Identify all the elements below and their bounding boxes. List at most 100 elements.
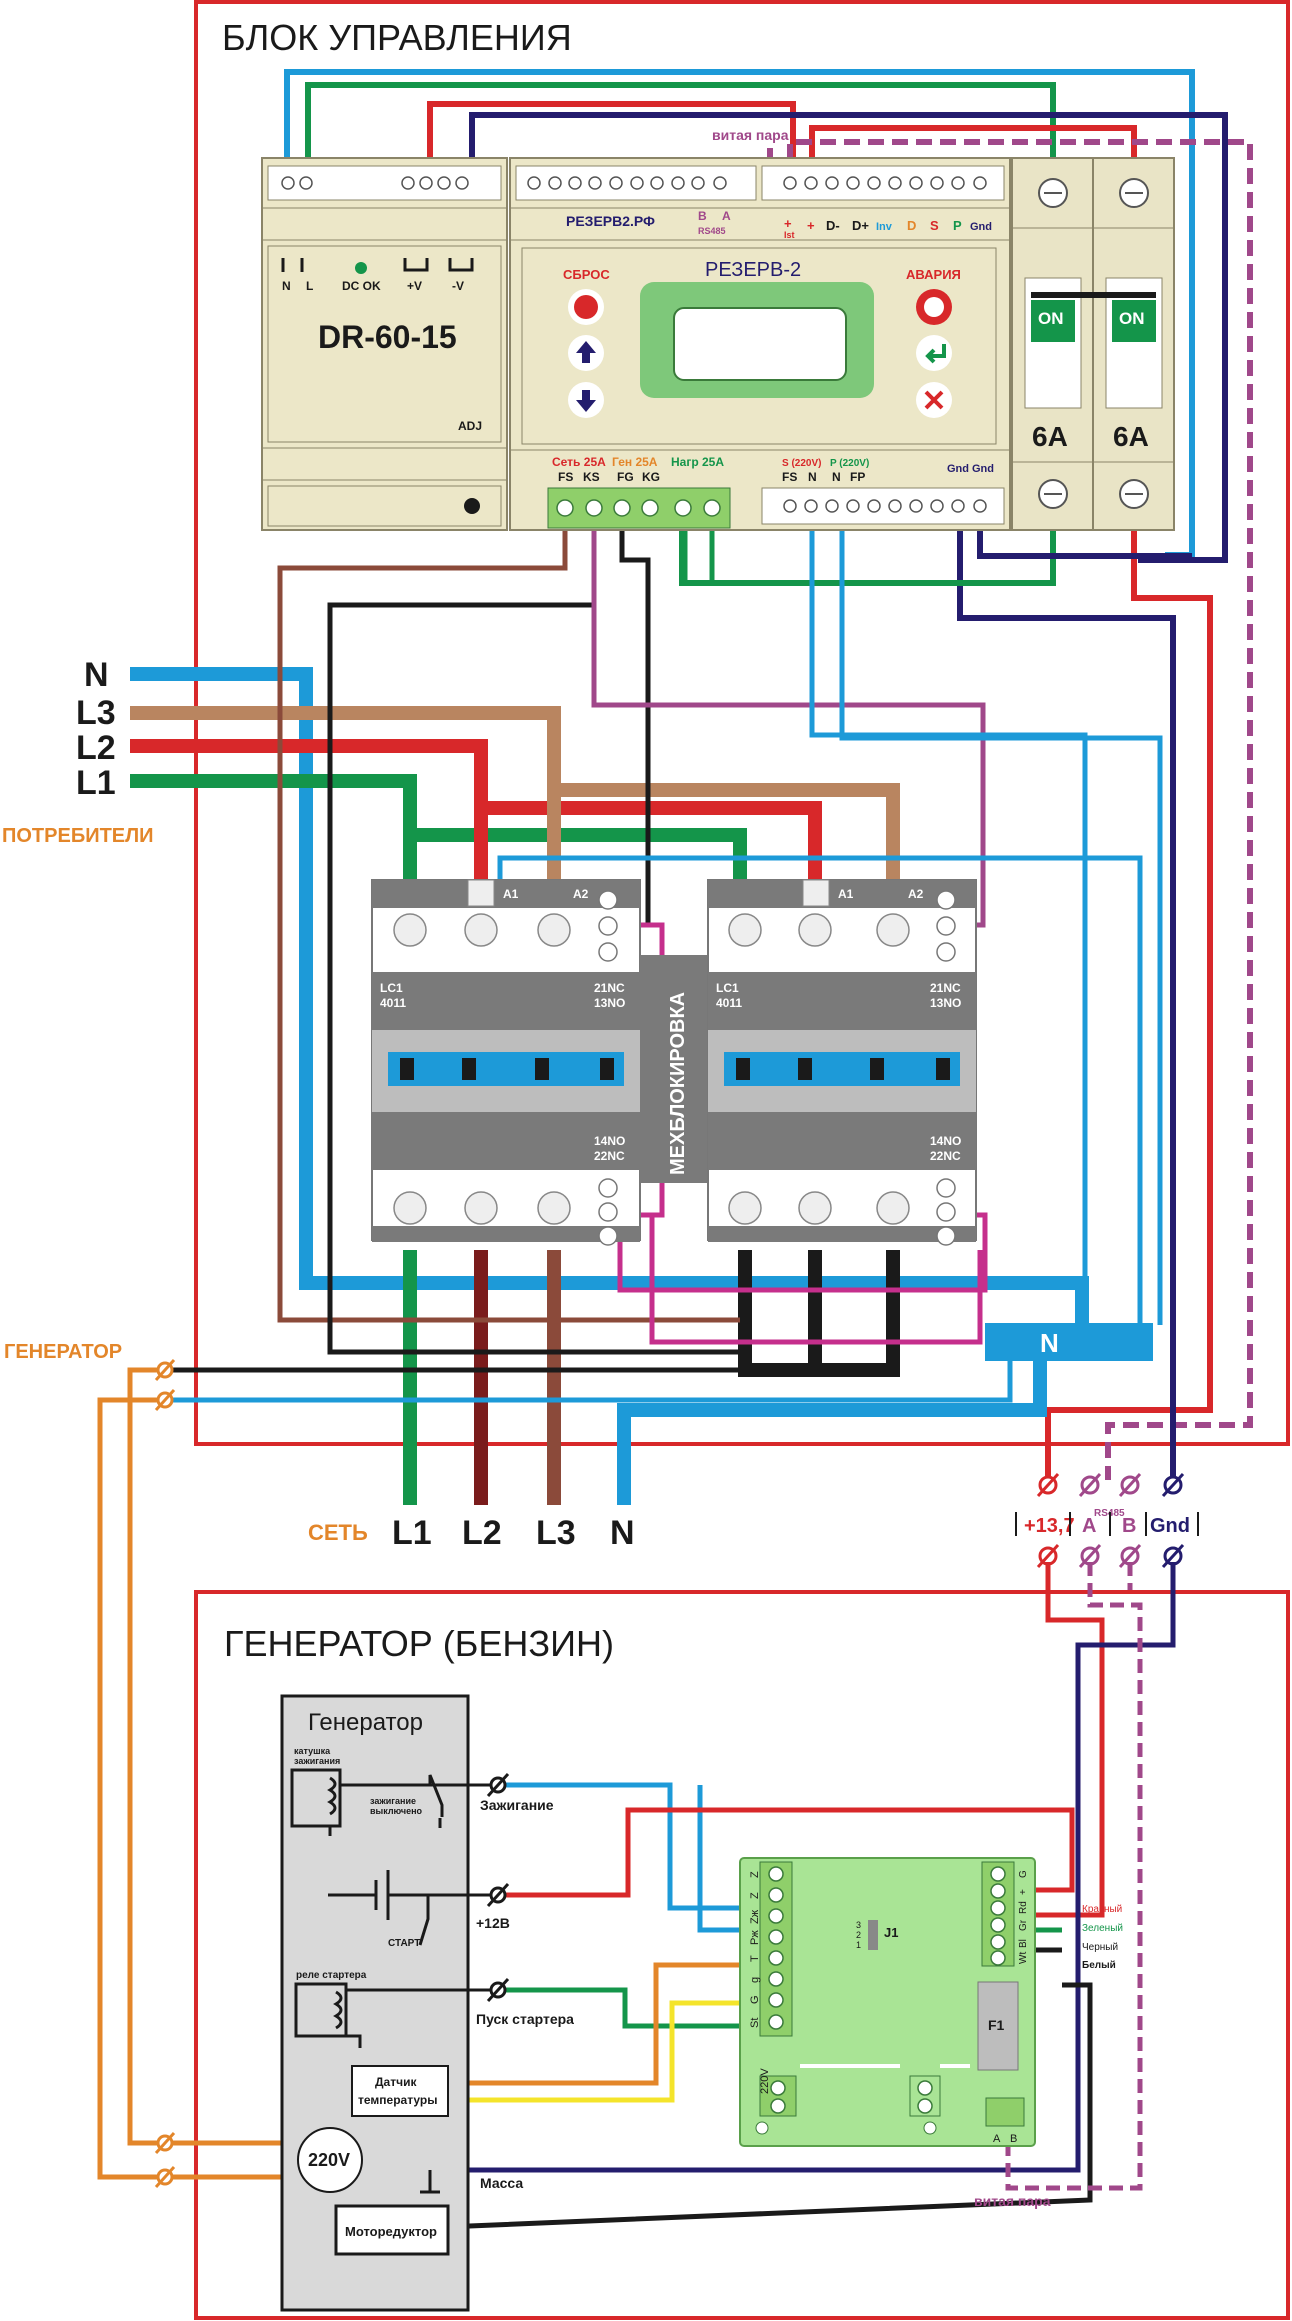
psu-pin-n: N [282,279,291,293]
gen-coil: катушка [294,1746,331,1756]
pcb-pin-t: T [749,1955,761,1962]
legend-black: Черный [1082,1942,1118,1953]
pin-d: D [907,218,916,233]
wire-label-ground: Масса [480,2175,523,2191]
twisted-pair-top: витая пара [712,127,789,143]
wire-ignition2 [697,1785,740,1933]
contactor-left-model2: 4011 [380,996,406,1010]
pcb-b: B [1010,2133,1017,2145]
gen-start: СТАРТ [388,1938,420,1949]
wires-orange [97,1367,292,2180]
pcb-jumper-1: 1 [856,1940,861,1950]
enter-button[interactable] [916,335,952,371]
wire-blue-a1 [497,855,1143,1325]
pin-s: S [930,218,939,233]
wire-link-purple [1005,1562,1143,2191]
pin-gnd1: Gnd [947,463,969,475]
controller-pcb: Z Z Zж Рж T g G St G + Rd Gr Bl Wt J1 3 … [739,1857,1036,2147]
pin-n2: N [832,470,841,484]
pcb-right-pins: G + Rd Gr Bl Wt [1018,1870,1029,1964]
pcb-jumper-label: J1 [884,1925,898,1940]
wire-brown-fs [277,520,740,1323]
pcb-220v: 220V [759,2068,771,2094]
breaker-2-rating: 6A [1113,421,1149,452]
cancel-button[interactable] [916,382,952,418]
gen-title: Генератор [308,1709,423,1736]
breakers: ON 6A ON 6A [1011,157,1175,531]
power-terminal-block [547,487,731,529]
breaker-2-toggle[interactable] [1112,300,1156,342]
mains-l3: L3 [536,1514,576,1552]
wire-color-legend: Красный Зеленый Черный Белый [1082,1904,1123,1971]
contactor-left-a2b: A2 [573,1245,589,1259]
starter-relay-icon [294,1982,348,2038]
contactor-right-model2: 4011 [716,996,742,1010]
mains-l1: L1 [392,1514,432,1552]
group-mains: Сеть 25А [552,455,606,469]
pcb-pin-wt: Wt [1018,1952,1029,1964]
link-b: B [1122,1515,1136,1537]
gen-terminals [486,1772,510,2003]
gen-input-terminals [154,1358,176,1412]
down-button[interactable] [568,382,604,418]
close-icon [924,390,944,410]
jumper-j1[interactable] [868,1920,878,1950]
pcb-jumper-3: 3 [856,1920,861,1930]
pcb-pin-bl: Bl [1018,1939,1029,1948]
contactor-left-nc: 21NC [594,981,625,995]
reset-button[interactable] [568,289,604,325]
controller-module: РЕЗЕРВ2.РФ B A RS485 + + D- D+ Inv D S P… [509,157,1011,531]
wire-link-red [1035,1562,1105,1918]
mains-n: N [610,1514,635,1552]
link-gnd: Gnd [1150,1515,1190,1537]
link-terminals: RS485 +13,7 A B Gnd [1015,1472,1199,1569]
wire-gen-n [165,1345,1013,1403]
control-block-title: БЛОК УПРАВЛЕНИЯ [222,17,572,58]
wire-consumer-l3 [130,706,900,880]
contactor-right: A1 A2 LC1 4011 21NC 13NO 14NO 22NC A2 [707,879,977,1259]
gen-temp2: температуры [358,2093,437,2107]
mains-label: СЕТЬ [308,1520,368,1545]
breaker-1[interactable]: ON 6A [1024,178,1082,509]
pcb-pin-z1: Z [749,1871,761,1878]
controller-display[interactable] [673,307,847,381]
reset-label: СБРОС [563,267,610,282]
generator-block-frame [194,1590,1290,2320]
contactor-right-no: 14NO [930,1134,961,1148]
wire-temp-yellow [448,2000,740,2103]
wires-gen-block [440,1562,1176,2230]
wire-consumer-n [130,667,1089,1325]
controller-top-pins: + + D- D+ Inv D S P Gnd Ist [784,216,992,240]
pcb-pin-rzh: Рж [749,1930,761,1945]
breaker-1-rating: 6A [1032,421,1068,452]
pcb-pin-z2: Z [749,1892,761,1899]
contactor-left-nc2: 13NO [594,996,625,1010]
contactor-right-nc: 21NC [930,981,961,995]
alarm-indicator [916,289,952,325]
wire-navy-top [469,112,1228,563]
link-a: A [1082,1515,1096,1537]
wires-phase [130,667,1089,1505]
up-button[interactable] [568,335,604,371]
controller-name: РЕЗЕРВ-2 [705,259,801,281]
twisted-pair-bottom: витая пара [974,2193,1051,2209]
breaker-2[interactable]: ON 6A [1105,178,1163,509]
pin-fg: FG [617,470,634,484]
wires-top [284,69,1253,1480]
breaker-1-toggle[interactable] [1031,300,1075,342]
pin-gnd: Gnd [970,221,992,233]
wire-navy-breaker2 [977,530,1192,559]
pcb-pin-plus: + [1018,1889,1029,1895]
pin-d-minus: D- [826,218,840,233]
mains-l2: L2 [462,1514,502,1552]
arrow-down-icon [576,390,596,412]
contactor-right-model: LC1 [716,981,739,995]
gen-orange-terminals [154,2131,176,2189]
generator-block-title: ГЕНЕРАТОР (БЕНЗИН) [224,1623,614,1664]
wire-link-black [444,1982,1093,2230]
interlock [640,955,708,1183]
rs485-b-label: B [698,209,707,223]
wire-plus12 [498,1807,1075,1898]
pin-n1: N [808,470,817,484]
fuse-f1 [977,1981,1019,2071]
